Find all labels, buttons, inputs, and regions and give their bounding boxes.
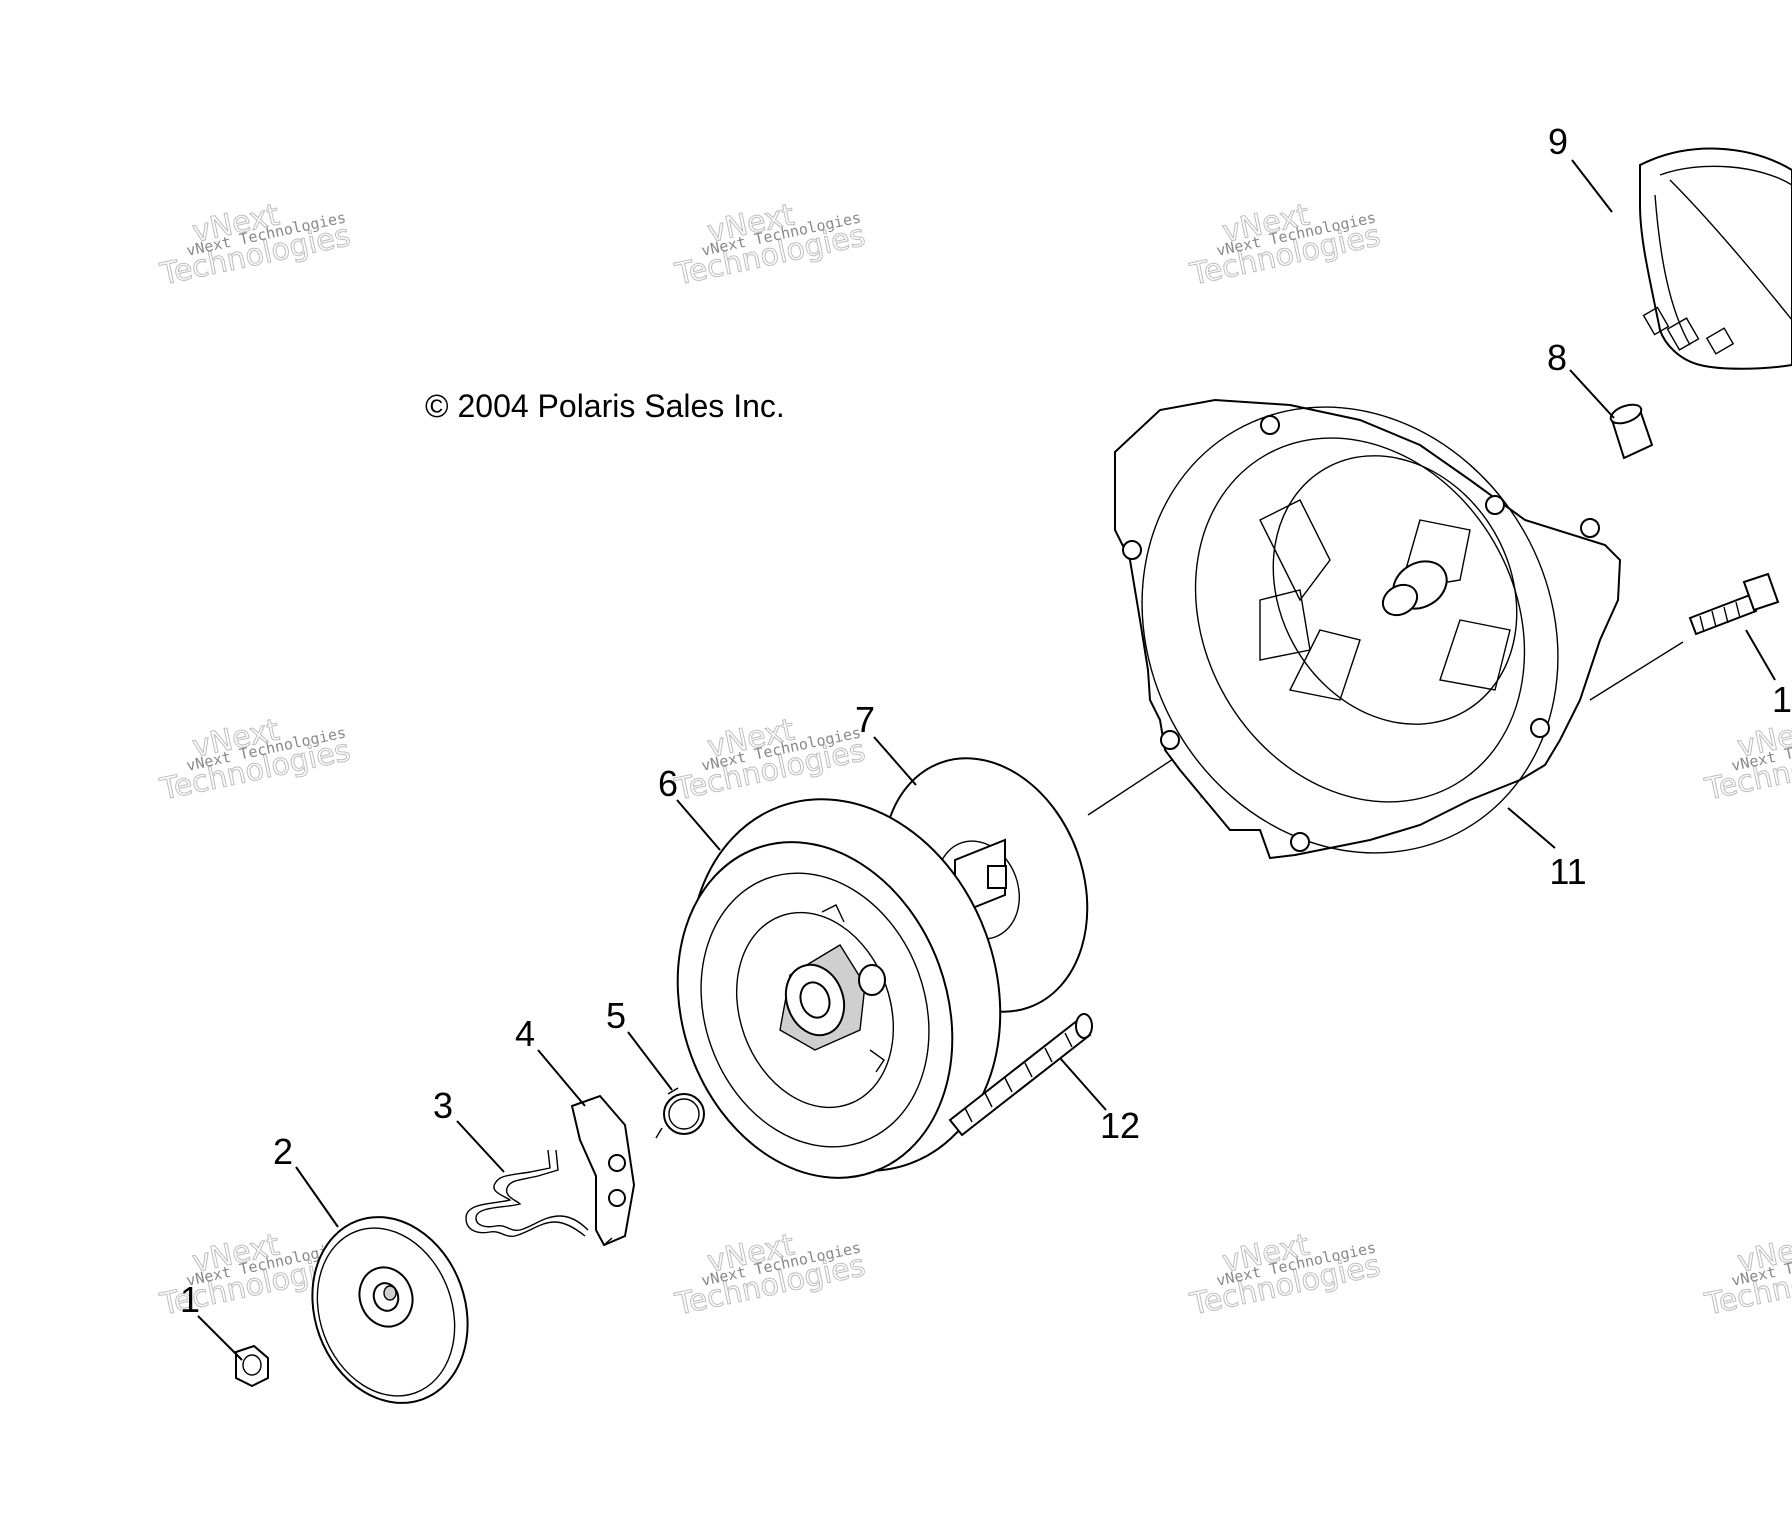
assembly-axis-right: [1589, 641, 1684, 701]
copyright-notice: © 2004 Polaris Sales Inc.: [425, 388, 785, 424]
watermark: vNext Technologies vNext Technologies: [156, 197, 354, 293]
watermark: vNext Technologies vNext Technologies: [156, 712, 354, 808]
leader-8: [1569, 369, 1615, 419]
part-label-12: 12: [1100, 1105, 1140, 1146]
part-label-9: 9: [1548, 121, 1568, 162]
leader-lines: [197, 159, 1776, 1361]
part-label-11: 11: [1549, 851, 1586, 892]
part-label-6: 6: [658, 763, 678, 804]
part-label-7: 7: [855, 699, 875, 740]
watermark: vNext Technologies vNext Technologies: [1186, 197, 1384, 293]
leader-5: [627, 1031, 673, 1091]
watermark: vNext Technologies vNext Technologies: [1701, 1227, 1792, 1323]
leader-10: [1745, 629, 1776, 681]
friction-spring: [465, 1149, 589, 1238]
starter-handle: [1639, 147, 1792, 370]
leader-2: [295, 1166, 339, 1228]
ratchet-spring: [655, 1087, 705, 1139]
housing-bolt: [1688, 572, 1780, 636]
watermark: vNext Technologies vNext Technologies: [671, 197, 869, 293]
leader-12: [1059, 1057, 1107, 1111]
part-label-5: 5: [606, 995, 626, 1036]
part-label-4: 4: [515, 1013, 535, 1054]
recoil-housing: [1114, 398, 1622, 860]
leader-9: [1571, 159, 1613, 213]
leader-6: [676, 799, 721, 851]
rope-sheave: [676, 798, 1002, 1179]
starter-rope: [948, 1013, 1093, 1137]
leader-1: [197, 1315, 243, 1361]
hex-nut: [235, 1344, 269, 1388]
watermark: vNext Technologies vNext Technologies: [1186, 1227, 1384, 1323]
part-label-1: 1: [180, 1279, 200, 1320]
handle-bushing: [1609, 403, 1654, 460]
leader-3: [456, 1120, 505, 1173]
part-label-8: 8: [1547, 337, 1567, 378]
part-label-10: 10: [1772, 679, 1792, 720]
part-label-2: 2: [273, 1131, 293, 1172]
ratchet-pawl: [570, 1094, 636, 1247]
watermark: vNext Technologies vNext Technologies: [671, 712, 869, 808]
part-label-3: 3: [433, 1085, 453, 1126]
cover-plate: [311, 1216, 469, 1404]
leader-7: [873, 736, 917, 786]
watermark: vNext Technologies vNext Technologies: [671, 1227, 869, 1323]
part-labels: 1 2 3 4 5 6 7 8 9 10 11 12: [180, 121, 1792, 1320]
leader-11: [1507, 807, 1556, 849]
leader-4: [537, 1049, 586, 1107]
